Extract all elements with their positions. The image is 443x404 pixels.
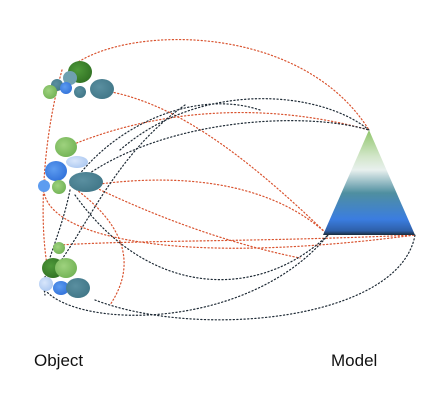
link-top-arc: [69, 38, 370, 131]
link-top-curve-down: [59, 104, 186, 263]
blob: [38, 180, 50, 192]
object-cluster-top: [43, 61, 114, 99]
blob: [39, 277, 53, 291]
red-links: [42, 38, 416, 306]
blob: [66, 278, 90, 298]
blob: [52, 180, 66, 194]
blob: [90, 79, 114, 99]
link-arc-into-model: [119, 98, 370, 151]
blob: [45, 161, 67, 181]
object-cluster-middle: [38, 137, 103, 194]
blob: [69, 172, 103, 192]
black-links: [43, 98, 416, 321]
object-cluster-bottom: [39, 242, 90, 298]
model-label: Model: [331, 351, 378, 370]
link-mid-to-model-lower: [91, 179, 329, 236]
blob: [60, 82, 72, 94]
blob: [55, 258, 77, 278]
link-bottom-to-model: [59, 234, 416, 246]
blob: [63, 71, 77, 85]
link-top-to-model: [99, 89, 329, 236]
blob: [66, 156, 88, 168]
link-mid-to-model-tip: [79, 120, 370, 181]
link-bottom-loop: [44, 234, 329, 316]
blob: [74, 86, 86, 98]
model-triangle: [323, 130, 415, 235]
link-mid-to-model-upper: [59, 111, 370, 151]
link-bottom-to-model-base: [94, 234, 416, 321]
blob: [53, 281, 69, 295]
blob: [43, 85, 57, 99]
blob: [55, 137, 77, 157]
object-label: Object: [34, 351, 84, 370]
blob: [53, 242, 65, 254]
link-mid-to-top-loop: [74, 103, 261, 181]
link-mid-down: [79, 179, 301, 259]
link-mid-to-bottom: [69, 184, 125, 306]
link-cross-to-model: [74, 194, 329, 281]
